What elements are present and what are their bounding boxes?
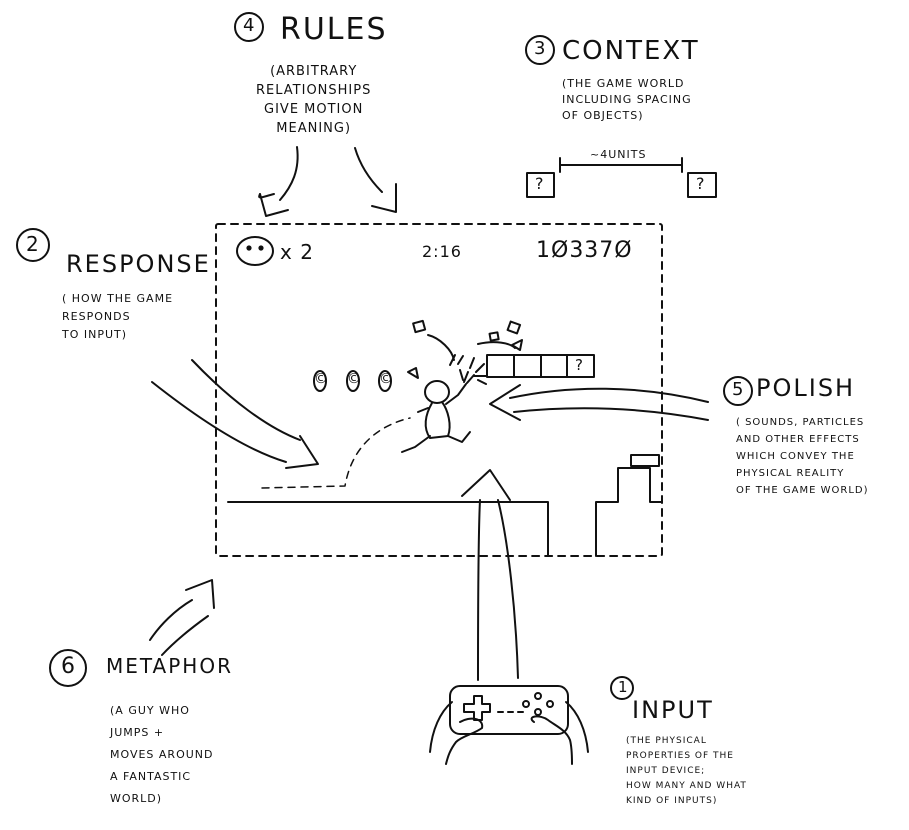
ground-platform [227,501,549,557]
response-description: ( HOW THE GAME RESPONDS TO INPUT) [62,292,174,341]
coin-symbol-3: © [379,371,393,387]
coin-symbol-1: © [314,371,328,387]
polish-description: ( SOUNDS, PARTICLES AND OTHER EFFECTS WH… [736,417,869,496]
pipe-cap [630,454,660,467]
input-title: INPUT [632,696,714,724]
input-description: (THE PHYSICAL PROPERTIES OF THE INPUT DE… [626,736,747,806]
rules-description: (ARBITRARY RELATIONSHIPS GIVE MOTION MEA… [256,64,372,136]
game-question-block [566,354,595,378]
input-number: 1 [618,678,628,696]
game-block-1 [486,354,515,378]
context-number: 3 [534,38,546,59]
polish-number: 5 [732,379,744,400]
rules-title: RULES [280,12,388,47]
lives-count: x 2 [280,240,314,264]
controller-icon [429,685,589,765]
context-description: (THE GAME WORLD INCLUDING SPACING OF OBJ… [562,77,692,122]
lives-face-icon [236,236,274,266]
jumping-character [401,369,475,453]
spacing-label: ~4UNITS [590,148,647,161]
score: 1Ø337Ø [536,238,633,263]
game-question-symbol: ? [575,356,583,374]
game-block-2 [513,354,542,378]
context-number-circle [525,35,555,65]
response-number-circle [16,228,50,262]
coin-symbol-2: © [347,371,361,387]
polish-number-circle [723,376,753,406]
response-number: 2 [26,232,39,256]
context-block-left-symbol: ? [535,174,544,193]
metaphor-number-circle [49,649,87,687]
jump-trajectory [261,417,411,489]
metaphor-arrow [149,579,215,656]
input-number-circle [610,676,634,700]
timer: 2:16 [422,242,462,261]
polish-arrow [489,384,709,421]
context-title: CONTEXT [562,36,700,66]
coin-3 [378,370,392,392]
coin-2 [346,370,360,392]
metaphor-number: 6 [61,654,75,679]
rules-arrow-left [258,146,299,217]
pipe-platform [595,467,663,557]
game-block-3 [540,354,568,378]
rules-arrow-right [354,147,397,213]
input-arrow [461,469,519,681]
game-screen-frame [215,223,663,557]
polish-title: POLISH [756,374,856,402]
response-arrow [151,359,319,469]
coin-1 [313,370,327,392]
context-block-right-symbol: ? [696,174,705,193]
context-block-right [687,172,717,198]
metaphor-title: METAPHOR [106,654,233,678]
context-block-left [526,172,555,198]
polish-particles [407,319,523,385]
rules-number: 4 [243,15,255,36]
rules-number-circle [234,12,264,42]
response-title: RESPONSE [66,250,211,278]
metaphor-description: (A GUY WHO JUMPS + MOVES AROUND A FANTAS… [110,704,214,805]
